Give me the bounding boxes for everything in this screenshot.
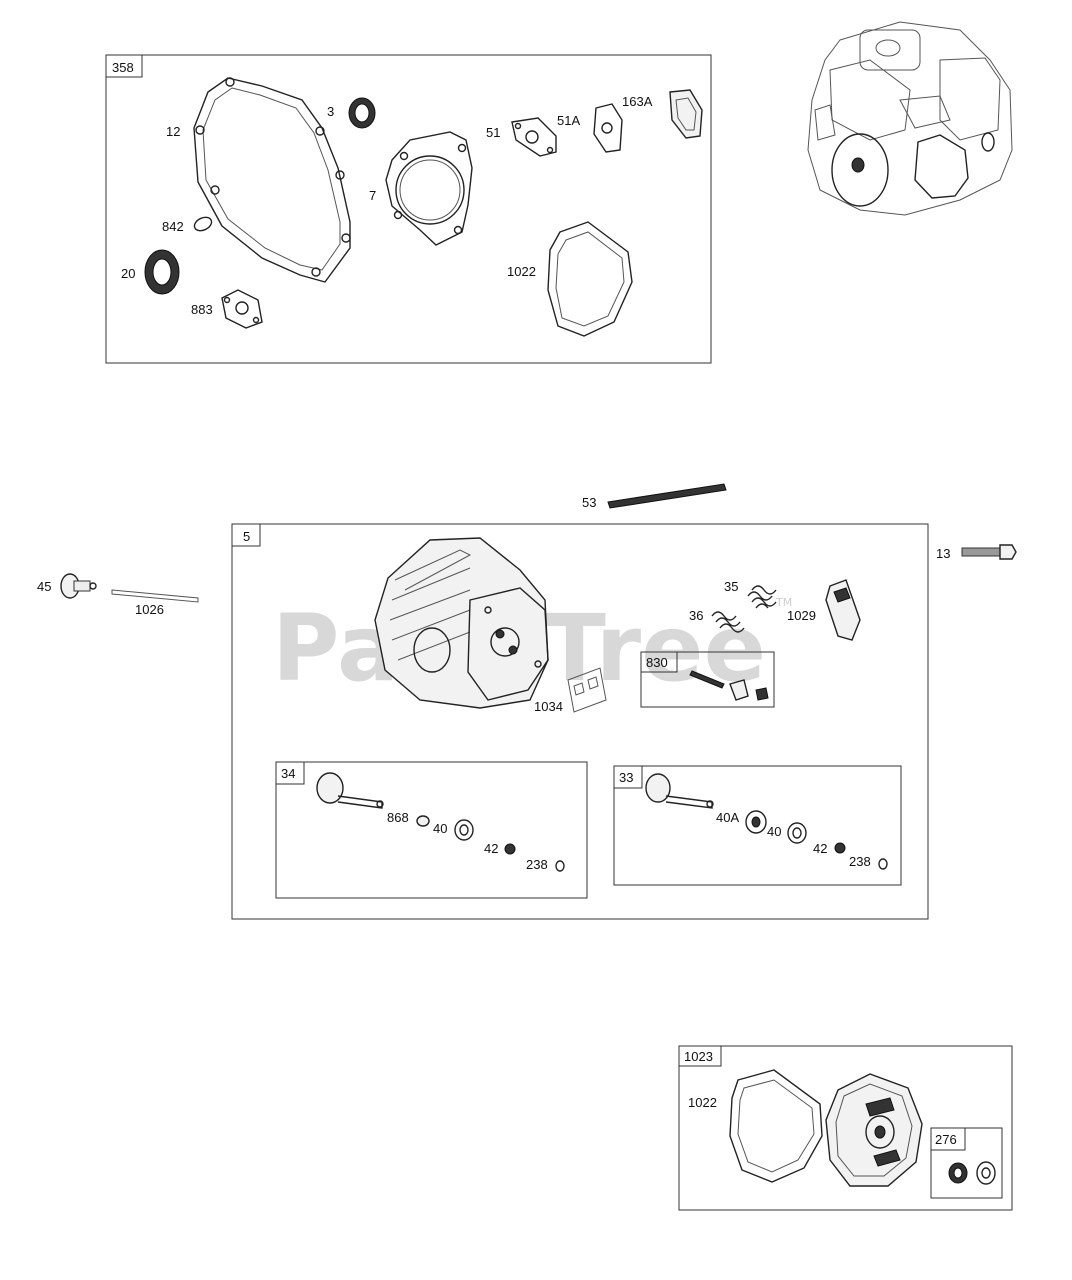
bolt-13-illustration[interactable]	[961, 544, 1017, 560]
gasket-883-illustration[interactable]	[221, 289, 263, 329]
rocker-cover-gasket-1022-illustration[interactable]	[729, 1069, 823, 1183]
cylinder-head-illustration[interactable]	[374, 537, 549, 709]
oil-seal-3-illustration[interactable]	[348, 97, 376, 129]
plate-1034-illustration[interactable]	[567, 667, 607, 713]
nut-276-illustration[interactable]	[948, 1162, 968, 1184]
cap-238b-illustration[interactable]	[878, 858, 888, 870]
label-45[interactable]: 45	[37, 579, 51, 594]
label-868[interactable]: 868	[387, 810, 409, 825]
retainer-40b-illustration[interactable]	[787, 822, 807, 844]
label-51a[interactable]: 51A	[557, 113, 580, 128]
keeper-868-illustration[interactable]	[416, 815, 430, 827]
watermark-trademark: TM	[775, 596, 792, 609]
label-40A[interactable]: 40A	[716, 810, 739, 825]
gasket-163a-illustration[interactable]	[669, 89, 703, 139]
box-label-33[interactable]: 33	[619, 770, 633, 785]
label-1034[interactable]: 1034	[534, 699, 563, 714]
crankcase-gasket-illustration[interactable]	[193, 77, 351, 283]
gasket-51-illustration[interactable]	[511, 117, 557, 157]
label-238-b[interactable]: 238	[849, 854, 871, 869]
label-1022-top[interactable]: 1022	[507, 264, 536, 279]
label-7[interactable]: 7	[369, 188, 376, 203]
label-35[interactable]: 35	[724, 579, 738, 594]
washer-276-illustration[interactable]	[976, 1161, 996, 1185]
part-1026-illustration[interactable]	[111, 589, 199, 603]
box-label-358[interactable]: 358	[112, 60, 134, 75]
label-51[interactable]: 51	[486, 125, 500, 140]
label-1029[interactable]: 1029	[787, 608, 816, 623]
o-ring-842-illustration[interactable]	[192, 215, 213, 233]
label-40-a[interactable]: 40	[433, 821, 447, 836]
rotator-40a-illustration[interactable]	[745, 810, 767, 834]
group-5: 5	[231, 523, 929, 920]
label-1022-bottom[interactable]: 1022	[688, 1095, 717, 1110]
keeper-42-illustration[interactable]	[504, 843, 516, 855]
rocker-cover-gasket-illustration[interactable]	[547, 221, 633, 337]
label-40-b[interactable]: 40	[767, 824, 781, 839]
retainer-40-illustration[interactable]	[454, 819, 474, 841]
label-238-a[interactable]: 238	[526, 857, 548, 872]
box-label-5[interactable]: 5	[243, 529, 250, 544]
label-842[interactable]: 842	[162, 219, 184, 234]
box-label-830[interactable]: 830	[646, 655, 668, 670]
gasket-51a-illustration[interactable]	[593, 103, 623, 153]
oil-seal-20-illustration[interactable]	[144, 249, 180, 295]
cap-238-illustration[interactable]	[555, 860, 565, 872]
box-label-276[interactable]: 276	[935, 1132, 957, 1147]
box-label-34[interactable]: 34	[281, 766, 295, 781]
box-label-1023[interactable]: 1023	[684, 1049, 713, 1064]
label-20[interactable]: 20	[121, 266, 135, 281]
label-163a[interactable]: 163A	[622, 94, 653, 109]
group-1023: 1023 276 1022	[678, 1045, 1013, 1211]
label-3[interactable]: 3	[327, 104, 334, 119]
label-12[interactable]: 12	[166, 124, 180, 139]
label-883[interactable]: 883	[191, 302, 213, 317]
label-13[interactable]: 13	[936, 546, 950, 561]
stud-53-illustration[interactable]	[607, 483, 727, 509]
rocker-cover-illustration[interactable]	[825, 1073, 923, 1187]
label-1026[interactable]: 1026	[135, 602, 164, 617]
keeper-42b-illustration[interactable]	[834, 842, 846, 854]
valve-spring-35-illustration[interactable]	[747, 585, 777, 609]
valve-33-illustration[interactable]	[645, 773, 714, 809]
engine-overview-illustration	[807, 21, 1013, 216]
label-42-a[interactable]: 42	[484, 841, 498, 856]
label-42-b[interactable]: 42	[813, 841, 827, 856]
head-gasket-illustration[interactable]	[385, 131, 473, 246]
rocker-stud-830-illustration[interactable]	[689, 670, 769, 701]
rocker-arm-1029-illustration[interactable]	[825, 579, 861, 641]
valve-34-illustration[interactable]	[316, 772, 384, 809]
valve-spring-36-illustration[interactable]	[711, 611, 745, 633]
part-45-illustration[interactable]	[60, 573, 97, 599]
label-36[interactable]: 36	[689, 608, 703, 623]
label-53[interactable]: 53	[582, 495, 596, 510]
group-358: 358	[105, 54, 712, 364]
